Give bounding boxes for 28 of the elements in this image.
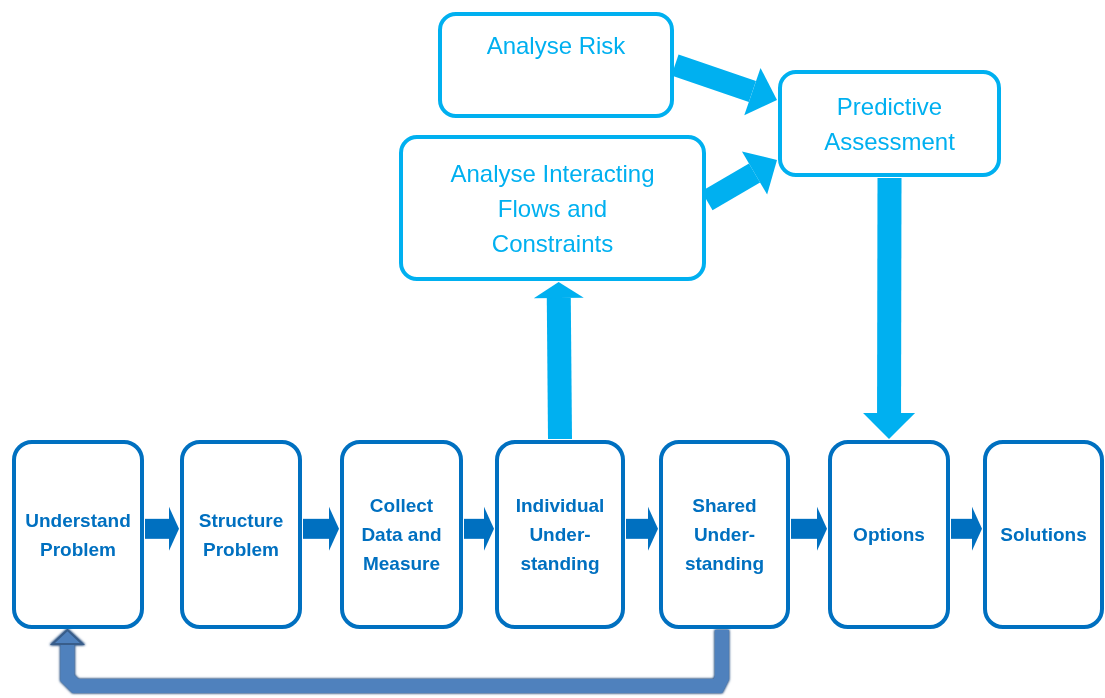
block-arrow (303, 506, 339, 551)
box-label: Analyse Risk (486, 31, 626, 61)
process-box (340, 440, 463, 629)
process-box (778, 70, 1001, 177)
block-arrow (626, 506, 658, 551)
box-label: Solutions (1000, 523, 1087, 547)
process-box (180, 440, 302, 629)
block-arrow (791, 506, 827, 551)
process-box (983, 440, 1104, 629)
box-label: Analyse Interacting Flows and Constraints (449, 158, 656, 259)
block-arrow (951, 506, 982, 551)
box-label: Shared Under- standing (683, 494, 766, 576)
box-label: Understand Problem (24, 508, 132, 562)
block-arrow (533, 282, 584, 440)
process-box (495, 440, 625, 629)
box-label: Options (853, 523, 925, 547)
box-label: Individual Under- standing (514, 494, 606, 576)
box-label: Predictive Assessment (823, 91, 956, 157)
process-box (438, 12, 674, 118)
process-box (828, 440, 950, 629)
block-arrow (145, 506, 179, 551)
process-box (12, 440, 144, 629)
process-box (399, 135, 706, 281)
box-label: Structure Problem (197, 508, 285, 562)
block-arrow (464, 506, 494, 551)
box-label: Collect Data and Measure (360, 494, 443, 576)
process-box (659, 440, 790, 629)
block-arrow (863, 177, 916, 439)
